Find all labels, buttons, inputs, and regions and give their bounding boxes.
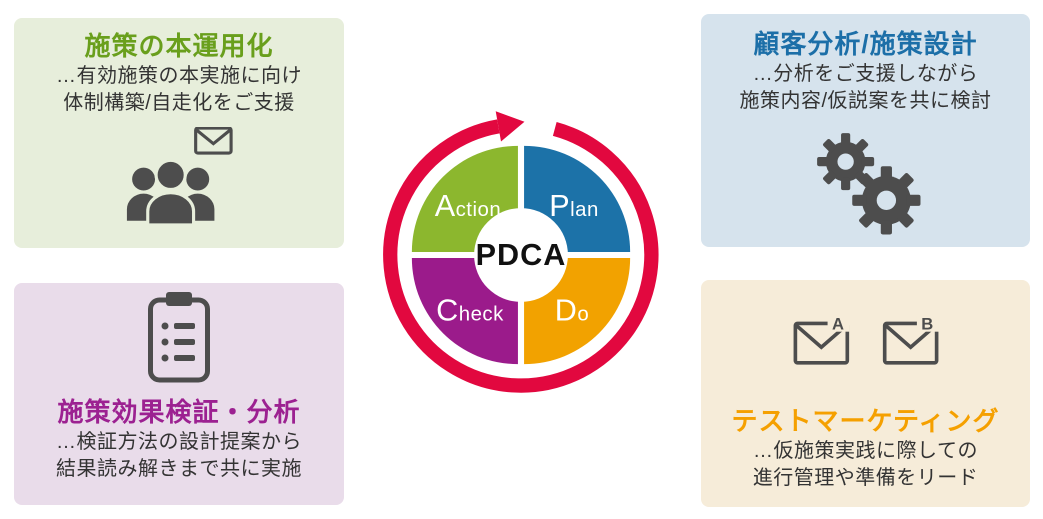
card-effect-verification-title: 施策効果検証・分析 — [57, 397, 301, 427]
card-test-marketing-title: テストマーケティング — [731, 406, 1000, 436]
gears-icon — [811, 129, 921, 235]
card-analysis-design-title: 顧客分析/施策設計 — [753, 29, 978, 59]
envelope-b-icon — [882, 321, 938, 365]
people-group-with-envelope-icon — [120, 126, 238, 227]
pdca-ring-arrowhead-icon — [495, 111, 525, 142]
people-group-icon — [126, 158, 215, 226]
quadrant-action-label: Action — [435, 189, 502, 223]
quadrant-check-rest: heck — [459, 303, 504, 325]
card-operationalization-line2: 体制構築/自走化をご支援 — [63, 91, 295, 114]
card-effect-verification-line1: …検証方法の設計提案から — [56, 430, 302, 453]
pdca-cycle-diagram: Action Plan Check Do PDCA — [368, 102, 674, 408]
quadrant-do-rest: o — [577, 303, 589, 325]
quadrant-check-initial: C — [436, 293, 459, 327]
pdca-ring — [383, 119, 659, 393]
quadrant-plan-rest: lan — [570, 199, 599, 221]
pdca-center-label: PDCA — [476, 238, 567, 272]
card-operationalization-title: 施策の本運用化 — [84, 31, 274, 61]
envelope-a-icon — [793, 321, 849, 365]
quadrant-plan-initial: P — [549, 189, 570, 223]
pdca-center-hub — [474, 208, 568, 302]
card-analysis-design: 顧客分析/施策設計 …分析をご支援しながら 施策内容/仮説案を共に検討 — [701, 14, 1030, 247]
card-analysis-design-line1: …分析をご支援しながら — [752, 62, 979, 85]
card-analysis-design-line2: 施策内容/仮説案を共に検討 — [739, 89, 992, 112]
card-operationalization-line1: …有効施策の本実施に向け — [56, 64, 302, 87]
quadrant-action-rest: ction — [456, 199, 502, 221]
envelope-a-label: A — [831, 315, 843, 334]
quadrant-action-initial: A — [435, 189, 456, 223]
card-test-marketing-line2: 進行管理や準備をリード — [752, 466, 979, 489]
quadrant-check-label: Check — [436, 293, 504, 327]
card-test-marketing: A B テストマーケティング …仮施策実践に際しての 進行管理や準備をリード — [701, 280, 1030, 507]
quadrant-do-label: Do — [555, 293, 589, 327]
ab-envelopes-icon: A B — [791, 313, 941, 367]
card-effect-verification: 施策効果検証・分析 …検証方法の設計提案から 結果読み解きまで共に実施 — [14, 283, 344, 505]
gear-large-icon — [851, 165, 920, 234]
envelope-b-label: B — [921, 315, 933, 334]
envelope-icon — [194, 126, 233, 155]
card-effect-verification-line2: 結果読み解きまで共に実施 — [56, 457, 302, 480]
quadrant-do-initial: D — [555, 293, 578, 327]
card-test-marketing-line1: …仮施策実践に際しての — [753, 439, 978, 462]
card-operationalization: 施策の本運用化 …有効施策の本実施に向け 体制構築/自走化をご支援 — [14, 18, 344, 248]
gear-small-icon — [816, 132, 874, 190]
quadrant-plan-label: Plan — [549, 189, 599, 223]
clipboard-checklist-icon — [146, 292, 212, 384]
